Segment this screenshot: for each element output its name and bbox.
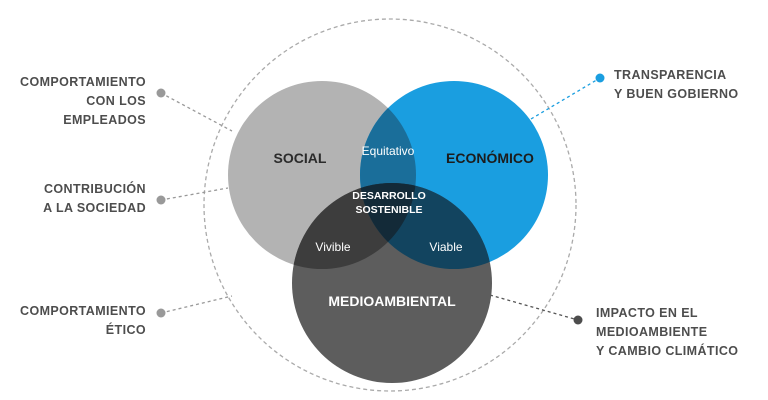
label-center-line1: DESARROLLO bbox=[352, 190, 426, 202]
dot-sociedad bbox=[156, 195, 166, 205]
aspect-impacto-line2: MEDIOAMBIENTE bbox=[596, 325, 708, 339]
aspect-transparencia: TRANSPARENCIA Y BUEN GOBIERNO bbox=[614, 66, 739, 104]
dot-impacto bbox=[573, 315, 583, 325]
overlap-social-medioambiental bbox=[292, 183, 416, 269]
label-viable: Viable bbox=[429, 240, 462, 254]
connector-etico bbox=[160, 295, 233, 314]
aspect-etico-line2: ÉTICO bbox=[105, 323, 146, 337]
connector-sociedad bbox=[160, 187, 229, 201]
aspect-sociedad: CONTRIBUCIÓN A LA SOCIEDAD bbox=[43, 180, 146, 218]
aspect-etico: COMPORTAMIENTO ÉTICO bbox=[20, 302, 146, 340]
connector-transparencia bbox=[530, 77, 601, 120]
aspect-sociedad-line2: A LA SOCIEDAD bbox=[43, 201, 146, 215]
dot-empleados bbox=[156, 88, 166, 98]
aspect-impacto-line3: Y CAMBIO CLIMÁTICO bbox=[596, 344, 739, 358]
aspect-empleados-line2: CON LOS bbox=[86, 94, 146, 108]
dot-transparencia bbox=[595, 73, 605, 83]
aspect-empleados: COMPORTAMIENTO CON LOS EMPLEADOS bbox=[20, 73, 146, 130]
label-medioambiental: MEDIOAMBIENTAL bbox=[328, 293, 456, 309]
aspect-etico-line1: COMPORTAMIENTO bbox=[20, 304, 146, 318]
aspect-impacto: IMPACTO EN EL MEDIOAMBIENTE Y CAMBIO CLI… bbox=[596, 304, 738, 361]
aspect-empleados-line3: EMPLEADOS bbox=[63, 113, 146, 127]
label-economico: ECONÓMICO bbox=[446, 149, 534, 166]
aspect-transparencia-line2: Y BUEN GOBIERNO bbox=[614, 87, 739, 101]
aspect-empleados-line1: COMPORTAMIENTO bbox=[20, 75, 146, 89]
aspect-impacto-line1: IMPACTO EN EL bbox=[596, 306, 698, 320]
label-center-line2: SOSTENIBLE bbox=[355, 204, 422, 216]
aspect-transparencia-line1: TRANSPARENCIA bbox=[614, 68, 727, 82]
label-vivible: Vivible bbox=[315, 240, 350, 254]
label-social: SOCIAL bbox=[274, 150, 327, 166]
dot-etico bbox=[156, 308, 166, 318]
outer-dashed-ring bbox=[203, 18, 577, 392]
overlap-economico-medioambiental bbox=[360, 183, 492, 269]
aspect-sociedad-line1: CONTRIBUCIÓN bbox=[43, 182, 146, 196]
connector-impacto bbox=[489, 294, 579, 321]
connector-empleados bbox=[160, 92, 233, 132]
label-equitativo: Equitativo bbox=[362, 144, 415, 158]
